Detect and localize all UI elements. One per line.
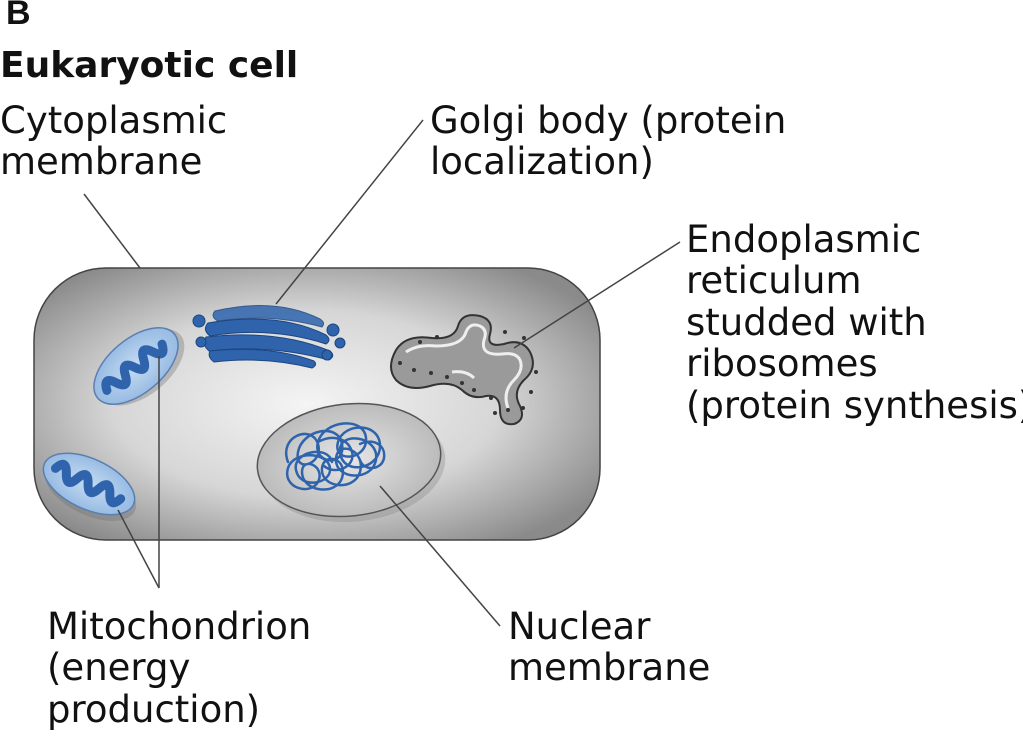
label-mitochondrion: Mitochondrion (energy production) — [47, 605, 312, 731]
label-cytoplasmic-membrane: Cytoplasmic membrane — [0, 100, 227, 183]
leader-mitochondrion-lower — [117, 509, 160, 589]
label-line: localization) — [430, 140, 654, 184]
label-line: Nuclear — [508, 605, 651, 648]
label-golgi-body: Golgi body (protein localization) — [430, 100, 786, 183]
leader-lines — [83, 119, 681, 627]
label-endoplasmic-reticulum: Endoplasmic reticulum studded with ribos… — [686, 218, 1023, 427]
nucleus — [256, 402, 446, 523]
leader-nuclear-membrane — [379, 485, 501, 627]
label-line: Endoplasmic — [686, 218, 922, 261]
mitochondrion-upper — [93, 327, 185, 406]
diagram-title: Eukaryotic cell — [0, 45, 299, 86]
label-line: production) — [47, 687, 261, 731]
label-nuclear-membrane: Nuclear membrane — [508, 606, 710, 689]
golgi-body — [192, 305, 346, 369]
leader-endoplasmic-reticulum — [513, 241, 681, 349]
label-line: (energy — [47, 646, 191, 690]
label-line: Cytoplasmic — [0, 99, 228, 142]
label-line: Mitochondrion — [47, 605, 312, 648]
label-line: membrane — [508, 646, 711, 690]
label-line: ribosomes — [686, 342, 878, 386]
label-line: studded with — [686, 300, 927, 344]
mitochondrion-lower — [42, 452, 137, 521]
label-line: membrane — [0, 140, 203, 184]
label-line: reticulum — [686, 259, 862, 303]
endoplasmic-reticulum — [390, 314, 538, 426]
leader-golgi-body — [275, 119, 424, 305]
label-line: (protein synthesis) — [686, 383, 1023, 427]
chromatin — [285, 422, 386, 491]
panel-letter: B — [6, 0, 31, 32]
label-line: Golgi body (protein — [430, 99, 787, 142]
leader-cytoplasmic-membrane — [83, 193, 141, 269]
